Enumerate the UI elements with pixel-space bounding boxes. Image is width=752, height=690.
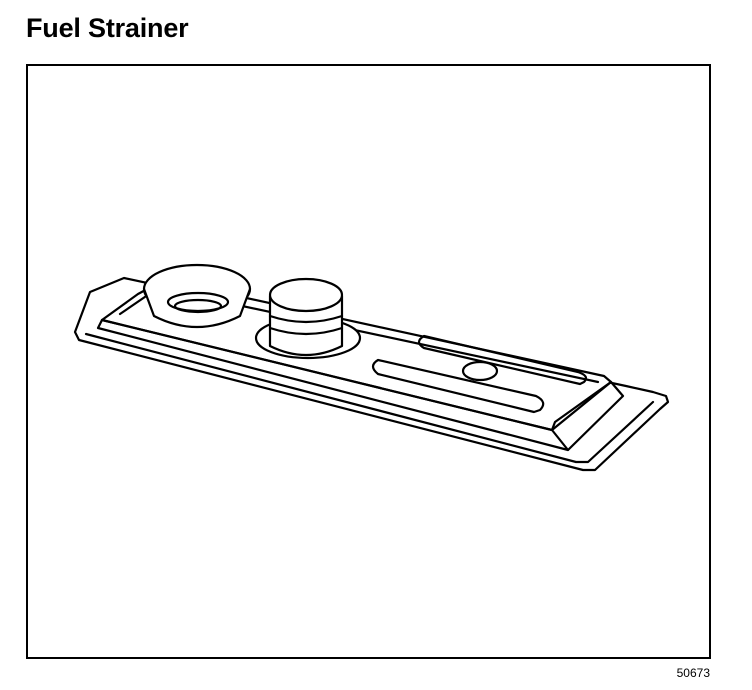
cup-fitting-inner-ring [173, 298, 223, 314]
cylinder-band-2 [268, 326, 344, 336]
strainer-body-end [550, 380, 625, 452]
slot-lower [371, 358, 545, 414]
fuel-strainer-illustration [73, 263, 670, 472]
cylinder-top [268, 277, 344, 313]
figure-number: 50673 [676, 666, 710, 680]
strainer-inner-rim [84, 332, 655, 464]
slot-upper [417, 334, 588, 386]
round-port [461, 360, 499, 382]
figure-frame [26, 64, 711, 659]
cylinder-body [268, 294, 344, 356]
cylinder-band-1 [268, 314, 344, 324]
page-title: Fuel Strainer [26, 13, 189, 43]
